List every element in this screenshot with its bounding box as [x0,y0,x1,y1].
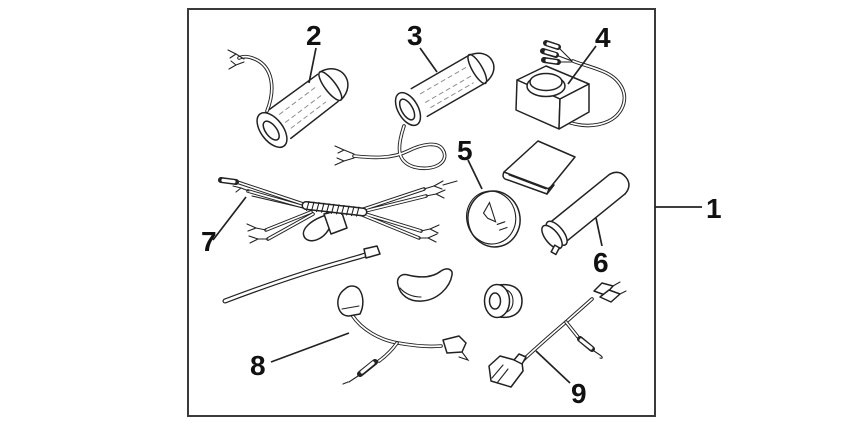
callout-3: 3 [407,20,423,51]
main-wire-harness [218,177,458,244]
sub-harness-a [337,285,470,385]
instruction-sheet [502,140,576,195]
callout-labels: 1 2 3 4 5 6 7 8 9 [201,20,722,409]
callout-2: 2 [306,20,322,51]
callout-9: 9 [571,378,587,409]
left-heated-grip [227,49,349,149]
sub-harness-b [488,281,627,388]
callout-leader-lines [212,45,702,384]
emblem-disc [465,190,521,248]
grommet [483,283,523,319]
throttle-pipe [541,171,630,256]
right-heated-grip [334,52,495,170]
heater-control-unit [515,40,627,130]
diagram-frame [187,8,656,417]
callout-4: 4 [595,22,611,53]
crescent-rubber [396,268,453,302]
callout-8: 8 [250,350,266,381]
protector-tube [222,245,381,304]
callout-6: 6 [593,247,609,278]
callout-1: 1 [706,193,722,224]
callout-5: 5 [457,135,473,166]
callout-7: 7 [201,226,217,257]
